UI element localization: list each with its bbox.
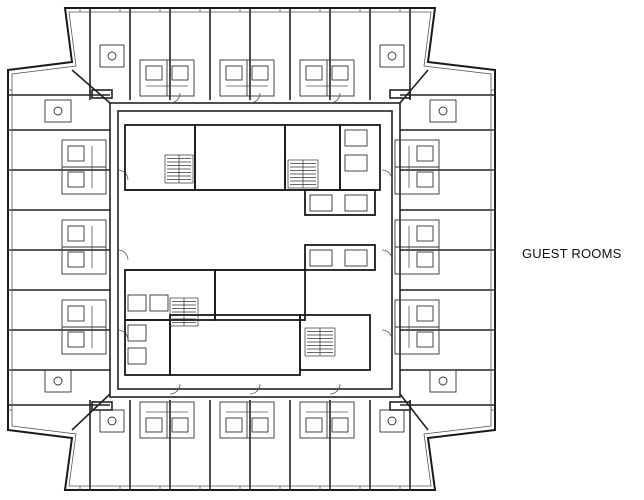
toilet-fixture <box>107 51 117 61</box>
vanity-fixture <box>416 305 434 322</box>
vanity-fixture <box>225 417 243 433</box>
door-swing <box>249 383 261 395</box>
door-swing <box>169 383 181 395</box>
core-room-upper-left <box>124 124 196 191</box>
core-room-lower-right <box>299 314 371 371</box>
door-swing <box>117 249 129 261</box>
toilet-fixture <box>53 376 63 386</box>
vanity-fixture <box>171 65 189 81</box>
corner-bathroom <box>99 409 125 433</box>
elevator-car <box>344 249 368 267</box>
door-swing <box>381 329 393 341</box>
vanity-fixture <box>67 171 85 188</box>
vanity-fixture <box>67 251 85 268</box>
vanity-fixture <box>251 65 269 81</box>
corner-bathroom <box>379 409 405 433</box>
vanity-fixture <box>251 417 269 433</box>
core-room-upper-right <box>284 124 341 191</box>
vanity-fixture <box>416 331 434 348</box>
elevator-car <box>344 194 368 212</box>
elevator-car <box>127 294 147 312</box>
door-swing <box>249 92 261 104</box>
corner-diagonal-wall <box>71 393 111 431</box>
core-room-lower-left-2 <box>124 319 171 376</box>
vanity-fixture <box>331 417 349 433</box>
building-outline <box>7 7 496 491</box>
door-swing <box>381 169 393 181</box>
door-swing <box>117 169 129 181</box>
vanity-fixture <box>416 225 434 242</box>
elevator-car <box>309 194 333 212</box>
floor-plan-drawing <box>7 7 496 491</box>
core-room-lower-middle <box>214 269 306 321</box>
elevator-bank <box>304 244 376 271</box>
elevator-car <box>344 154 368 172</box>
corner-closet <box>91 89 113 99</box>
door-swing <box>169 92 181 104</box>
vanity-fixture <box>67 225 85 242</box>
toilet-fixture <box>107 416 117 426</box>
exterior-wall <box>7 7 496 491</box>
toilet-fixture <box>387 416 397 426</box>
elevator-car <box>344 129 368 147</box>
room-partitions <box>8 8 495 490</box>
door-swing <box>381 249 393 261</box>
vanity-fixture <box>416 171 434 188</box>
core-room-lower-middle-2 <box>169 314 301 376</box>
corner-bathroom <box>379 44 405 68</box>
toilet-fixture <box>387 51 397 61</box>
corner-bathroom <box>44 99 72 123</box>
corner-bathroom <box>99 44 125 68</box>
vanity-fixture <box>305 65 323 81</box>
elevator-car <box>127 347 147 365</box>
elevator-bank <box>304 189 376 216</box>
vanity-fixture <box>305 417 323 433</box>
vanity-fixture <box>145 417 163 433</box>
corner-closet <box>389 89 411 99</box>
vanity-fixture <box>225 65 243 81</box>
exterior-wall-inner-face <box>11 11 492 487</box>
bathroom-fixtures <box>44 44 457 439</box>
elevator-car <box>309 249 333 267</box>
stairwells <box>164 154 336 357</box>
diagram-title: GUEST ROOMS <box>522 246 622 261</box>
toilet-fixture <box>438 376 448 386</box>
corner-bathroom <box>429 369 457 393</box>
service-core <box>124 124 381 376</box>
corner-diagonal-wall <box>399 393 429 431</box>
vanity-fixture <box>67 305 85 322</box>
toilet-fixture <box>438 106 448 116</box>
elevator-car <box>127 324 147 342</box>
door-swing <box>329 92 341 104</box>
vanity-fixture <box>331 65 349 81</box>
vanity-fixture <box>416 251 434 268</box>
door-swing <box>329 383 341 395</box>
core-room-upper-middle <box>194 124 286 191</box>
detail-lines <box>8 8 495 490</box>
toilet-fixture <box>53 106 63 116</box>
corner-bathroom <box>429 99 457 123</box>
corner-bathroom <box>44 369 72 393</box>
corridor-outer-wall <box>109 102 401 398</box>
vanity-fixture <box>416 145 434 162</box>
vanity-fixture <box>67 145 85 162</box>
vanity-fixture <box>145 65 163 81</box>
vanity-fixture <box>67 331 85 348</box>
elevator-bank-upper <box>339 124 381 191</box>
door-swing <box>117 329 129 341</box>
elevator-car <box>149 294 169 312</box>
vanity-fixture <box>171 417 189 433</box>
